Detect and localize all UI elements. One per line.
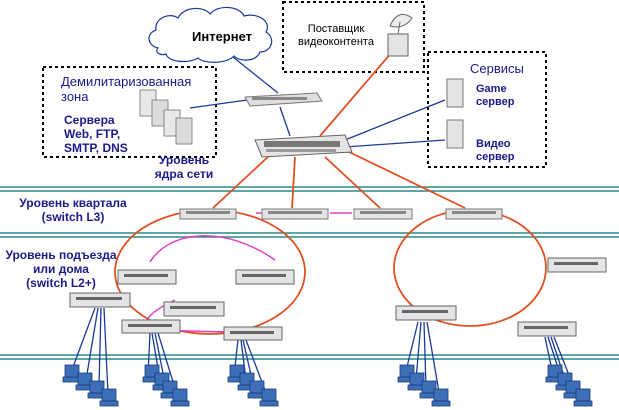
game-server-label: Game сервер [476, 83, 514, 108]
level-lines [0, 186, 619, 360]
blue-links [69, 56, 579, 399]
internet-cloud [148, 6, 273, 63]
video-server-label-line: Видео [476, 138, 511, 150]
access-level-label: Уровень подъезда или дома (switch L2+) [3, 248, 119, 290]
pc-icon [433, 388, 449, 402]
router-switch [244, 92, 323, 107]
pc-icon [575, 388, 591, 402]
servers-label-line: Сервера [64, 113, 115, 127]
district-level-label: Уровень квартала (switch L3) [8, 196, 138, 225]
servers-label-line: SMTP, DNS [64, 140, 128, 155]
uplinks [212, 51, 466, 209]
video-server-label-line: сервер [476, 150, 515, 163]
game-server-label-line: сервер [476, 95, 515, 108]
pc-icon [64, 364, 80, 378]
dmz-label: Демилитаризованная зона [61, 74, 192, 105]
dmz-servers [139, 89, 193, 145]
video-server-label: Видео сервер [476, 138, 514, 163]
core-label: Уровень ядра сети [154, 153, 214, 182]
district-level-label-line: (switch L3) [41, 209, 105, 224]
provider-label-line: видеоконтента [298, 35, 374, 48]
access-level-label-line: или дома [33, 261, 89, 276]
core-switch [254, 134, 353, 158]
services-box [427, 51, 547, 168]
access-level-label-line: Уровень подъезда [5, 248, 117, 262]
internet-label: Интернет [192, 29, 253, 44]
provider-box [282, 1, 425, 73]
access-level-label-line: (switch L2+) [26, 275, 96, 290]
servers-label: Сервера Web, FTP, SMTP, DNS [64, 113, 128, 155]
video-server-icon [446, 119, 464, 149]
core-label-line: ядра сети [154, 166, 214, 181]
district-level-label-line: Уровень квартала [19, 196, 127, 210]
pc-icon [172, 388, 188, 402]
pc-icon [261, 388, 277, 402]
provider-label-line: Поставщик [307, 23, 365, 35]
servers-label-line: Web, FTP, [64, 126, 121, 141]
dmz-box [42, 66, 217, 158]
core-label-line: Уровень [158, 153, 210, 167]
pc-groups [62, 364, 593, 407]
pc-icon [101, 388, 117, 402]
game-server-icon [446, 78, 464, 108]
provider-label: Поставщик видеоконтента [288, 23, 384, 48]
satellite-dish-icon [387, 13, 413, 57]
dmz-label-line: Демилитаризованная [61, 74, 192, 89]
game-server-label-line: Game [476, 83, 507, 95]
server-icon [175, 117, 193, 145]
dmz-label-line: зона [61, 88, 89, 104]
services-title: Сервисы [470, 61, 524, 76]
